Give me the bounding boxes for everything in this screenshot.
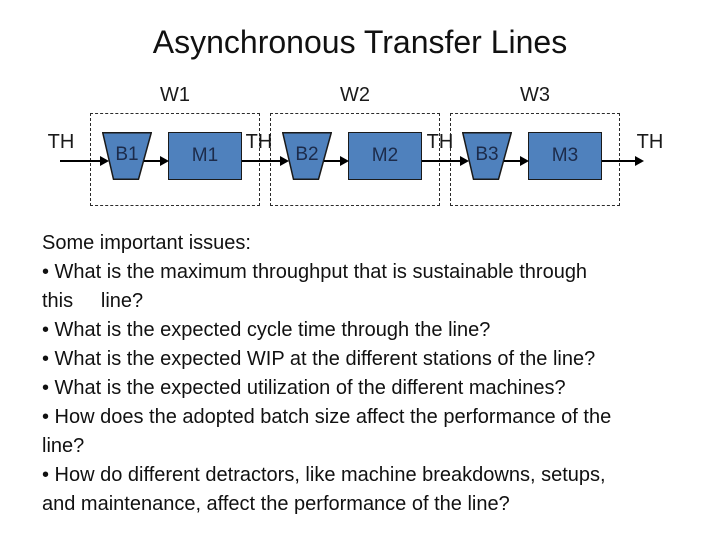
issues-heading: Some important issues: bbox=[42, 232, 251, 254]
issue-line: this line? bbox=[42, 290, 144, 312]
flow-arrow-out bbox=[602, 156, 644, 166]
machine-m1: M1 bbox=[168, 132, 242, 180]
throughput-label-in: TH bbox=[47, 131, 75, 153]
station-box-w1 bbox=[90, 113, 260, 206]
throughput-label-w2-w3: TH bbox=[426, 131, 454, 153]
buffer-trapezoid-icon bbox=[282, 132, 332, 180]
machine-m2: M2 bbox=[348, 132, 422, 180]
issues-text-block: Some important issues: • What is the max… bbox=[42, 229, 702, 519]
buffer-trapezoid-icon bbox=[462, 132, 512, 180]
flow-arrow-m2-b3 bbox=[422, 156, 469, 166]
station-label-w2: W2 bbox=[340, 84, 370, 106]
flow-arrow-b1-m1 bbox=[144, 156, 169, 166]
issue-line: and maintenance, affect the performance … bbox=[42, 493, 510, 515]
flow-arrow-in bbox=[60, 156, 109, 166]
issue-line: • What is the expected utilization of th… bbox=[42, 377, 566, 399]
buffer-b1: B1 bbox=[102, 132, 152, 180]
machine-label: M1 bbox=[191, 145, 219, 166]
slide-title: Asynchronous Transfer Lines bbox=[152, 24, 568, 60]
station-box-w3 bbox=[450, 113, 620, 206]
buffer-label: B3 bbox=[475, 144, 499, 165]
buffer-b3: B3 bbox=[462, 132, 512, 180]
issue-line: • What is the expected WIP at the differ… bbox=[42, 348, 596, 370]
buffer-b2: B2 bbox=[282, 132, 332, 180]
buffer-label: B1 bbox=[115, 144, 139, 165]
issue-line: • What is the expected cycle time throug… bbox=[42, 319, 491, 341]
throughput-label-out: TH bbox=[636, 131, 664, 153]
machine-m3: M3 bbox=[528, 132, 602, 180]
buffer-trapezoid-icon bbox=[102, 132, 152, 180]
issue-line: • How does the adopted batch size affect… bbox=[42, 406, 612, 428]
station-box-w2 bbox=[270, 113, 440, 206]
throughput-label-w1-w2: TH bbox=[245, 131, 273, 153]
flow-arrow-b3-m3 bbox=[504, 156, 529, 166]
machine-label: M3 bbox=[551, 145, 579, 166]
flow-arrow-m1-b2 bbox=[242, 156, 289, 166]
buffer-label: B2 bbox=[295, 144, 319, 165]
flow-arrow-b2-m2 bbox=[324, 156, 349, 166]
transfer-line-diagram: W1 W2 W3 B1 B2 B3 M1 bbox=[0, 0, 720, 220]
machine-label: M2 bbox=[371, 145, 399, 166]
station-label-w3: W3 bbox=[520, 84, 550, 106]
issue-line: line? bbox=[42, 435, 85, 457]
issue-line: • What is the maximum throughput that is… bbox=[42, 261, 588, 283]
issue-line: • How do different detractors, like mach… bbox=[42, 464, 606, 486]
station-label-w1: W1 bbox=[160, 84, 190, 106]
